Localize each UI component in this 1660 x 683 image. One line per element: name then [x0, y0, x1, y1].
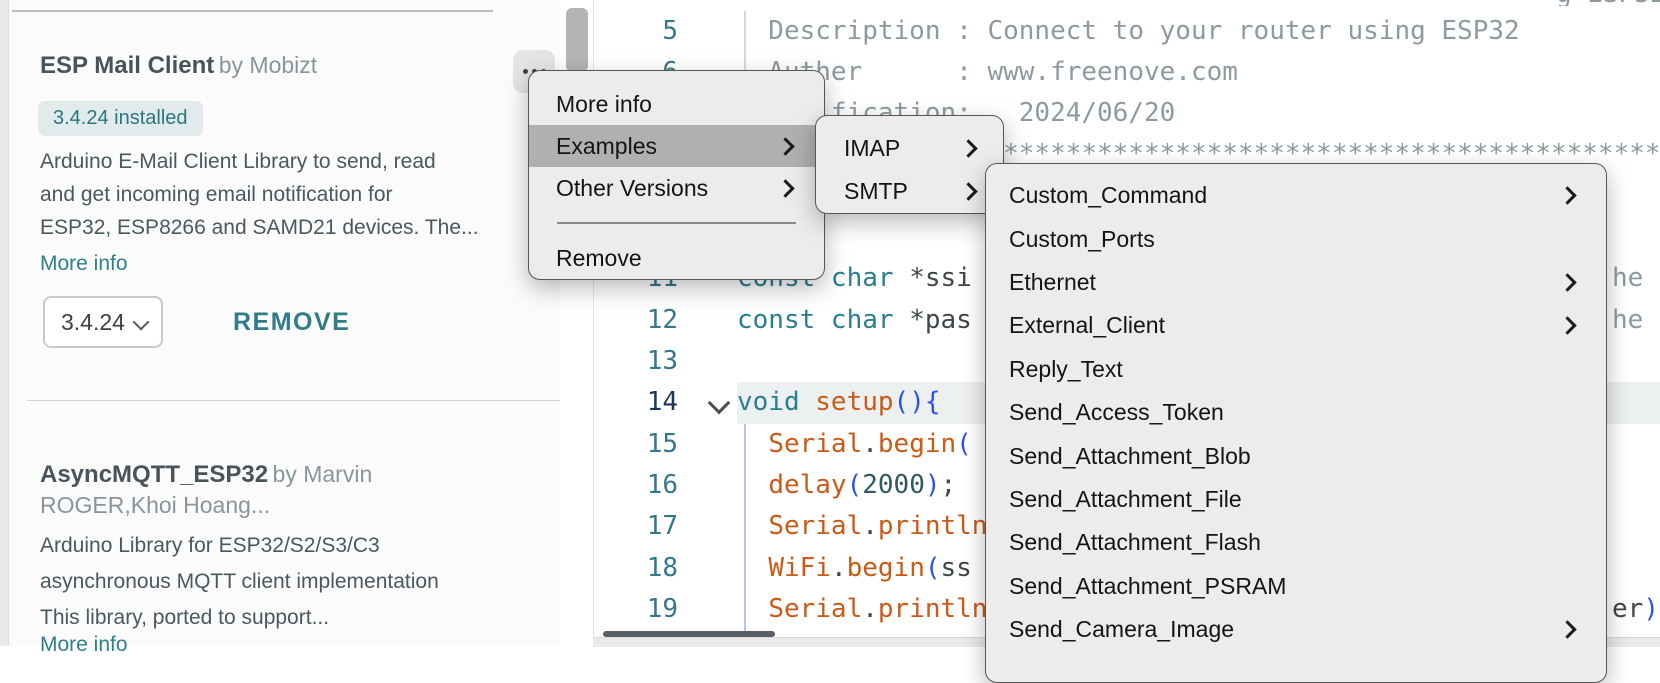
- chevron-right-icon: [1558, 273, 1577, 292]
- menu-item-send-attachment-flash[interactable]: Send_Attachment_Flash: [986, 521, 1606, 564]
- code-line[interactable]: Serial.println: [768, 511, 988, 542]
- description-line: and get incoming email notification for: [40, 183, 393, 206]
- menu-item-label: Remove: [556, 244, 642, 271]
- examples-submenu: IMAP SMTP: [815, 115, 1004, 214]
- panel-left-edge: [0, 0, 9, 646]
- menu-item-label: SMTP: [844, 178, 908, 204]
- code-line[interactable]: WiFi.begin(ss: [768, 552, 972, 583]
- menu-item-label: Reply_Text: [1009, 355, 1123, 382]
- menu-item-custom-command[interactable]: Custom_Command: [986, 174, 1606, 217]
- line-number: 15: [646, 428, 678, 459]
- code-line[interactable]: Description : Connect to your router usi…: [737, 15, 1520, 46]
- menu-item-label: More info: [556, 90, 652, 117]
- menu-item-external-client[interactable]: External_Client: [986, 304, 1606, 347]
- clipped-code-line: g ESP32: [1556, 0, 1660, 6]
- menu-item-label: Examples: [556, 132, 657, 159]
- chevron-right-icon: [1558, 316, 1577, 336]
- library-author: by Mobizt: [218, 52, 318, 78]
- chevron-right-icon: [1558, 620, 1577, 639]
- version-dropdown-value: 3.4.24: [61, 309, 125, 335]
- code-fragment: he: [1612, 304, 1644, 335]
- menu-item-label: Send_Camera_Image: [1009, 616, 1235, 643]
- chevron-right-icon: [959, 182, 978, 201]
- menu-item-label: Ethernet: [1009, 268, 1096, 295]
- menu-item-ethernet[interactable]: Ethernet: [986, 261, 1606, 304]
- menu-item-label: Custom_Command: [1009, 182, 1208, 209]
- line-number: 16: [646, 470, 678, 501]
- menu-item-imap[interactable]: IMAP: [816, 127, 1003, 170]
- card-divider: [27, 400, 560, 401]
- line-number: 18: [646, 552, 678, 583]
- menu-item-label: Send_Attachment_Blob: [1009, 442, 1251, 469]
- menu-item-send-attachment-file[interactable]: Send_Attachment_File: [986, 478, 1606, 521]
- library-manager-panel: ESP Mail Client by Mobizt 3.4.24 install…: [0, 0, 588, 656]
- library-author: by Marvin: [272, 461, 373, 487]
- menu-item-remove[interactable]: Remove: [529, 237, 824, 279]
- code-line[interactable]: Serial.println: [768, 594, 988, 625]
- remove-library-button[interactable]: REMOVE: [233, 308, 351, 336]
- library-title-row: ESP Mail Client by Mobizt: [40, 52, 545, 80]
- menu-item-send-attachment-psram[interactable]: Send_Attachment_PSRAM: [986, 565, 1606, 608]
- menu-item-label: External_Client: [1009, 312, 1165, 339]
- menu-item-label: IMAP: [844, 135, 901, 161]
- library-title: AsyncMQTT_ESP32: [40, 461, 269, 488]
- installed-version-badge: 3.4.24 installed: [38, 101, 203, 136]
- menu-item-label: Send_Access_Token: [1009, 399, 1224, 426]
- description-line: Arduino E-Mail Client Library to send, r…: [40, 150, 436, 173]
- version-dropdown[interactable]: 3.4.24: [43, 296, 163, 348]
- code-fragment: he: [1612, 263, 1644, 294]
- chevron-right-icon: [776, 136, 795, 156]
- menu-item-send-camera-image[interactable]: Send_Camera_Image: [986, 608, 1606, 651]
- code-line[interactable]: void setup(){: [737, 387, 941, 418]
- code-line[interactable]: delay(2000);: [768, 470, 957, 501]
- menu-item-custom-ports[interactable]: Custom_Ports: [986, 217, 1606, 260]
- menu-item-other-versions[interactable]: Other Versions: [529, 167, 824, 209]
- chevron-right-icon: [776, 178, 795, 198]
- menu-item-label: Send_Attachment_PSRAM: [1009, 572, 1287, 599]
- code-line[interactable]: Auther : www.freenove.com: [737, 56, 1238, 87]
- chevron-right-icon: [959, 139, 978, 158]
- chevron-right-icon: [1558, 186, 1577, 205]
- line-number: 17: [646, 511, 678, 542]
- menu-item-send-attachment-blob[interactable]: Send_Attachment_Blob: [986, 434, 1606, 477]
- menu-item-label: Other Versions: [556, 174, 709, 201]
- library-title: ESP Mail Client: [40, 52, 215, 79]
- menu-item-send-access-token[interactable]: Send_Access_Token: [986, 391, 1606, 434]
- library-card-asyncmqtt-esp32: AsyncMQTT_ESP32 by Marvin ROGER,Khoi Hoa…: [40, 461, 545, 519]
- panel-scrollbar-thumb[interactable]: [566, 8, 588, 72]
- description-line: Arduino Library for ESP32/S2/S3/C3: [40, 534, 380, 557]
- line-number: 5: [662, 15, 678, 46]
- description-line: This library, ported to support...: [40, 606, 330, 629]
- code-fragment: er): [1612, 594, 1659, 625]
- description-line: ESP32, ESP8266 and SAMD21 devices. The..…: [40, 216, 479, 239]
- library-description: Arduino Library for ESP32/S2/S3/C3 async…: [40, 528, 550, 636]
- dots-icon: [522, 69, 528, 74]
- menu-item-reply-text[interactable]: Reply_Text: [986, 348, 1606, 391]
- line-number: 12: [646, 304, 678, 335]
- menu-item-label: Send_Attachment_File: [1009, 485, 1242, 512]
- menu-item-more-info[interactable]: More info: [529, 83, 824, 125]
- library-card-esp-mail-client: ESP Mail Client by Mobizt: [40, 52, 545, 80]
- library-author-overflow: ROGER,Khoi Hoang...: [40, 492, 271, 518]
- library-description: Arduino E-Mail Client Library to send, r…: [40, 145, 540, 244]
- code-line[interactable]: Serial.begin(: [768, 428, 972, 459]
- chevron-down-icon: [132, 313, 150, 331]
- more-info-link[interactable]: More info: [40, 633, 128, 656]
- code-line[interactable]: const char *pas: [737, 304, 972, 335]
- line-number: 19: [646, 594, 678, 625]
- line-number: 13: [646, 346, 678, 377]
- more-info-link[interactable]: More info: [40, 252, 128, 275]
- line-number: 14: [646, 387, 678, 418]
- menu-item-label: Send_Attachment_Flash: [1009, 529, 1261, 556]
- editor-hscrollbar-thumb[interactable]: [603, 631, 775, 637]
- active-indent-guide: [744, 424, 746, 632]
- description-line: asynchronous MQTT client implementation: [40, 570, 439, 593]
- menu-separator: [557, 222, 796, 224]
- menu-item-examples[interactable]: Examples: [529, 125, 824, 167]
- menu-item-smtp[interactable]: SMTP: [816, 170, 1003, 213]
- menu-item-label: Custom_Ports: [1009, 225, 1155, 252]
- search-box-bottom-border: [12, 10, 493, 12]
